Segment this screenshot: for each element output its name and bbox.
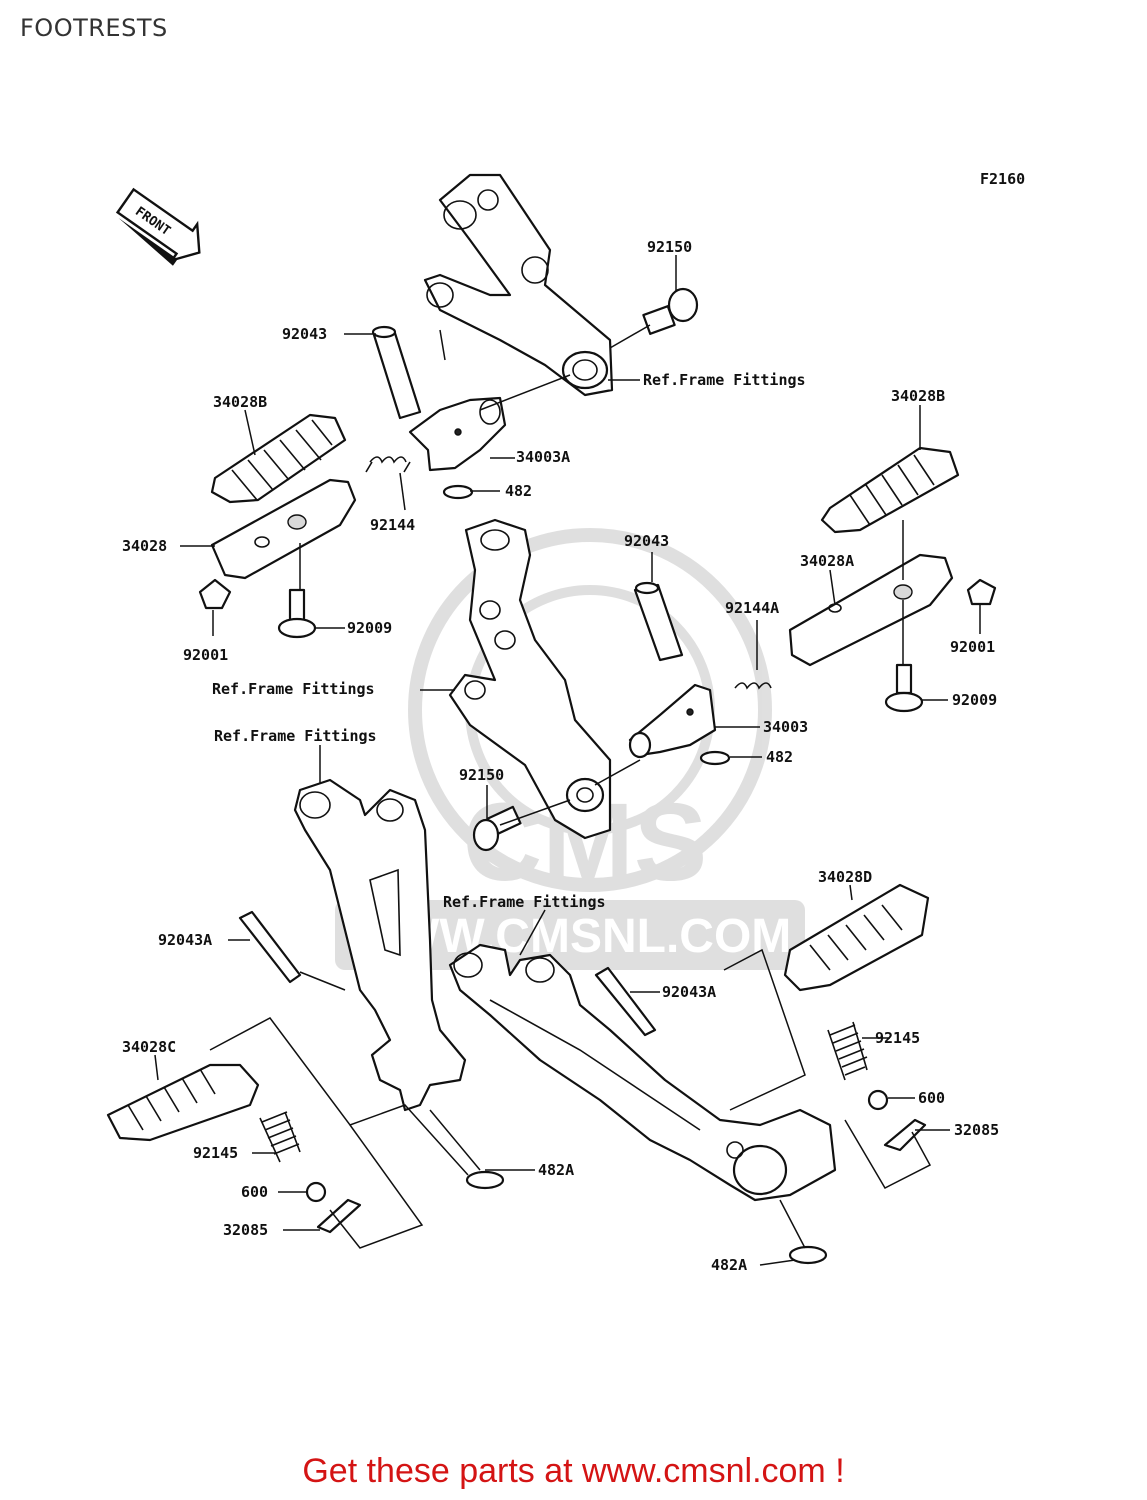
- callout-32085-right: 32085: [954, 1121, 999, 1139]
- callout-34003: 34003: [763, 718, 808, 736]
- footpeg-34028C: [106, 1063, 260, 1142]
- callout-34028A: 34028A: [800, 552, 854, 570]
- callout-labels: 92150 92043 Ref.Frame Fittings 34028B 34…: [122, 238, 999, 1274]
- callout-92043-top: 92043: [282, 325, 327, 343]
- callout-600-right: 600: [918, 1089, 945, 1107]
- callout-34028B-left: 34028B: [213, 393, 267, 411]
- pin-92043A-right: [594, 966, 657, 1037]
- callout-92001-left: 92001: [183, 646, 228, 664]
- bolt-92001-left: [198, 578, 232, 610]
- footpeg-holder-34003A: [408, 396, 507, 472]
- callout-ref-frame-lower-right: Ref.Frame Fittings: [443, 893, 606, 911]
- detent-32085-right: [883, 1118, 927, 1152]
- callout-34028B-right: 34028B: [891, 387, 945, 405]
- ball-600-left: [305, 1181, 327, 1203]
- pillion-frame-bracket: [448, 518, 612, 840]
- callout-leaders: [154, 255, 981, 1266]
- bolt-92009-right: [884, 663, 924, 713]
- callout-92150-mid: 92150: [459, 766, 504, 784]
- callout-32085-left: 32085: [223, 1221, 268, 1239]
- lower-left-bracket: [293, 778, 467, 1112]
- footpeg-holder-34003: [628, 683, 717, 759]
- callout-92009-right: 92009: [952, 691, 997, 709]
- callout-92145-left: 92145: [193, 1144, 238, 1162]
- lower-right-bracket: [448, 943, 837, 1202]
- callout-92043A-left: 92043A: [158, 931, 212, 949]
- footpeg-34028-left: [210, 478, 357, 580]
- footpeg-rubber-34028B-right: [820, 446, 960, 534]
- callout-92144A: 92144A: [725, 599, 779, 617]
- ball-600-right: [867, 1089, 889, 1111]
- callout-92043-mid: 92043: [624, 532, 669, 550]
- upper-frame-bracket: [423, 173, 614, 397]
- bolt-92150-mid: [472, 805, 522, 852]
- callout-482A-left: 482A: [538, 1161, 574, 1179]
- washer-482-left: [442, 484, 474, 500]
- assembly-guide-lines: [209, 324, 932, 1249]
- callout-600-left: 600: [241, 1183, 268, 1201]
- callout-34028D: 34028D: [818, 868, 872, 886]
- pin-92043-mid-head: [634, 581, 660, 595]
- callout-92150-top: 92150: [647, 238, 692, 256]
- callout-34028: 34028: [122, 537, 167, 555]
- callout-92001-right: 92001: [950, 638, 995, 656]
- callout-ref-frame-lower-left: Ref.Frame Fittings: [214, 727, 377, 745]
- bolt-92001-right: [966, 578, 997, 606]
- callout-92043A-right: 92043A: [662, 983, 716, 1001]
- callout-ref-frame-mid: Ref.Frame Fittings: [212, 680, 375, 698]
- bolt-92009-left: [277, 588, 317, 639]
- spring-92145-right: [827, 1021, 868, 1081]
- callout-92144: 92144: [370, 516, 415, 534]
- callout-482A-right: 482A: [711, 1256, 747, 1274]
- callout-34028C: 34028C: [122, 1038, 176, 1056]
- callout-92009-left: 92009: [347, 619, 392, 637]
- callout-92145-right: 92145: [875, 1029, 920, 1047]
- front-arrow-icon: FRONT: [115, 187, 201, 266]
- bolt-92150-top: [642, 287, 699, 335]
- washer-482A-right: [788, 1245, 828, 1265]
- callout-482-right: 482: [766, 748, 793, 766]
- pin-92043A-left: [238, 910, 302, 984]
- spring-92144: [365, 456, 411, 473]
- figure-code: F2160: [980, 170, 1025, 188]
- callout-482-left: 482: [505, 482, 532, 500]
- footpeg-rubber-34028B-left: [210, 413, 347, 504]
- pin-92043-top: [371, 325, 422, 420]
- spring-92144A: [734, 682, 772, 690]
- callout-ref-frame-top: Ref.Frame Fittings: [643, 371, 806, 389]
- page-title: FOOTRESTS: [20, 14, 168, 42]
- footpeg-34028D: [783, 883, 930, 992]
- spring-92145-left: [259, 1111, 301, 1163]
- callout-34003A: 34003A: [516, 448, 570, 466]
- detent-32085-left: [316, 1198, 362, 1234]
- washer-482A-left: [465, 1170, 505, 1190]
- footpeg-34028A-right: [788, 553, 954, 667]
- washer-482-right: [699, 750, 731, 766]
- footer-banner[interactable]: Get these parts at www.cmsnl.com !: [302, 1452, 845, 1490]
